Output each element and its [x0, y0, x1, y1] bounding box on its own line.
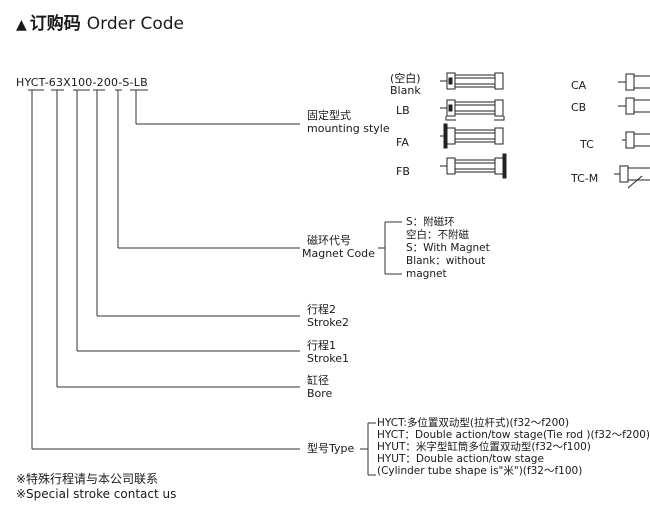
cylinder-ca-drawing	[618, 73, 650, 91]
cylinder-fb-drawing	[440, 153, 507, 179]
title-cn: 订购码	[29, 14, 81, 34]
order-code: HYCT-63X100-200-S-LB	[16, 76, 148, 89]
cylinder-fa-drawing	[440, 123, 504, 149]
cylinder-cb-drawing	[618, 97, 650, 115]
type-label: 型号Type	[307, 442, 355, 455]
magnet-option: magnet	[406, 268, 447, 280]
triangle-icon: ▲	[16, 17, 27, 33]
cylinder-tc-drawing	[622, 131, 650, 149]
mount-label-lb: LB	[396, 104, 410, 117]
magnet-option: Blank：without	[406, 255, 486, 267]
cylinder-lb-drawing	[440, 99, 505, 121]
bore-label: 缸径 Bore	[307, 374, 333, 400]
type-option: HYUT：Double action/tow stage	[377, 453, 544, 465]
footnotes: ※特殊行程请与本公司联系 ※Special stroke contact us	[16, 472, 176, 502]
mount-label-cb: CB	[571, 101, 587, 114]
mount-label-ca: CA	[571, 79, 587, 92]
magnet-options-list: S：附磁环 空白：不附磁 S：With Magnet Blank：without…	[406, 216, 490, 280]
stroke2-label: 行程2 Stroke2	[307, 303, 350, 329]
magnet-code-label: 磁环代号 Magnet Code	[302, 234, 375, 260]
type-option: HYCT:多位置双动型(拉杆式)(f32～f200)	[377, 417, 570, 429]
stroke1-label: 行程1 Stroke1	[307, 339, 350, 365]
type-option: (Cylinder tube shape is"米")(f32～f100)	[377, 465, 583, 477]
cylinder-tc-m-drawing	[614, 165, 650, 189]
type-options-list: HYCT:多位置双动型(拉杆式)(f32～f200) HYCT：Double a…	[377, 417, 650, 477]
title-en: Order Code	[86, 14, 185, 34]
mount-label-tc: TC	[580, 138, 594, 151]
mount-label-blank: (空白) Blank	[390, 72, 421, 97]
magnet-option: S：附磁环	[406, 216, 455, 228]
mount-label-fb: FB	[396, 165, 410, 178]
type-option: HYCT：Double action/tow stage(Tie rod )(f…	[377, 429, 650, 441]
magnet-option: 空白：不附磁	[406, 229, 469, 241]
mount-label-fa: FA	[396, 136, 409, 149]
cylinder-illustrations-right	[614, 73, 650, 189]
cylinder-illustrations-left	[440, 72, 507, 179]
cylinder-blank-drawing	[440, 72, 504, 90]
footnote-en: ※Special stroke contact us	[16, 487, 177, 501]
footnote-cn: ※特殊行程请与本公司联系	[16, 472, 159, 486]
type-option: HYUT：米字型缸筒多位置双动型(f32～f100)	[377, 441, 591, 453]
mount-label-tc-m: TC-M	[571, 172, 599, 185]
magnet-option: S：With Magnet	[406, 242, 490, 254]
mounting-style-label: 固定型式 mounting style	[307, 109, 390, 135]
